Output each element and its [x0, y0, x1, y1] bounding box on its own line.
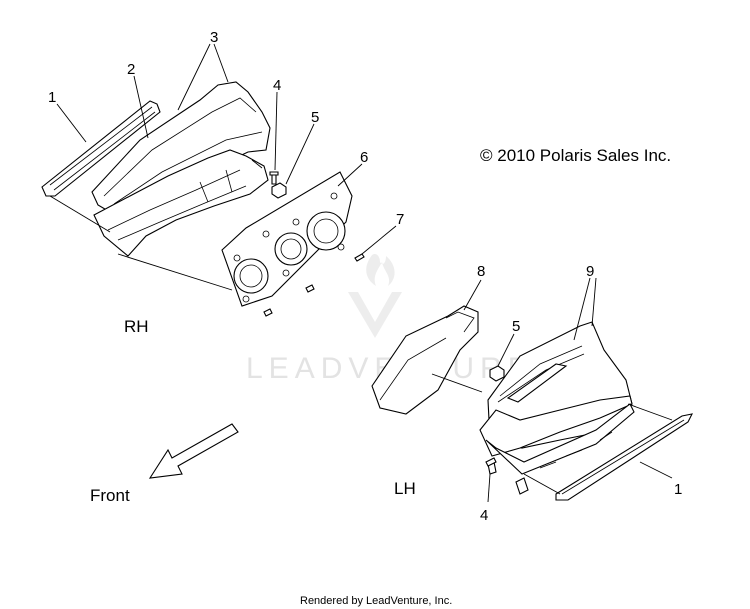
callout-rh-6: 6	[360, 149, 368, 166]
lh-trim-strip	[555, 413, 693, 501]
lh-clip	[515, 477, 529, 495]
callout-lh-4: 4	[480, 507, 488, 524]
rh-trim-strip	[41, 100, 161, 197]
copyright-text: © 2010 Polaris Sales Inc.	[480, 146, 671, 165]
callout-lh-5: 5	[512, 318, 520, 335]
rh-screw-4	[269, 171, 279, 185]
callout-lh-1: 1	[674, 481, 682, 498]
lh-screw-4	[485, 457, 497, 475]
footer-text: Rendered by LeadVenture, Inc.	[300, 595, 452, 607]
callout-lh-9: 9	[586, 263, 594, 280]
lh-housing	[479, 321, 635, 475]
callout-rh-1: 1	[48, 89, 56, 106]
callout-rh-4: 4	[273, 77, 281, 94]
front-label: Front	[90, 486, 130, 505]
callout-rh-5: 5	[311, 109, 319, 126]
callout-lh-8: 8	[477, 263, 485, 280]
group-label-rh: RH	[124, 317, 149, 336]
rh-lower-housing	[93, 149, 269, 257]
rh-gauge-panel	[221, 171, 353, 307]
lh-foam-block	[371, 305, 479, 415]
callout-rh-7: 7	[396, 211, 404, 228]
rh-nut-5	[271, 182, 287, 199]
front-arrow-icon	[148, 423, 239, 479]
rh-screw-7	[354, 253, 365, 262]
callout-rh-2: 2	[127, 61, 135, 78]
callout-rh-3: 3	[210, 29, 218, 46]
watermark-logo	[348, 253, 402, 338]
group-label-lh: LH	[394, 479, 416, 498]
rh-screw-extra	[263, 284, 315, 317]
